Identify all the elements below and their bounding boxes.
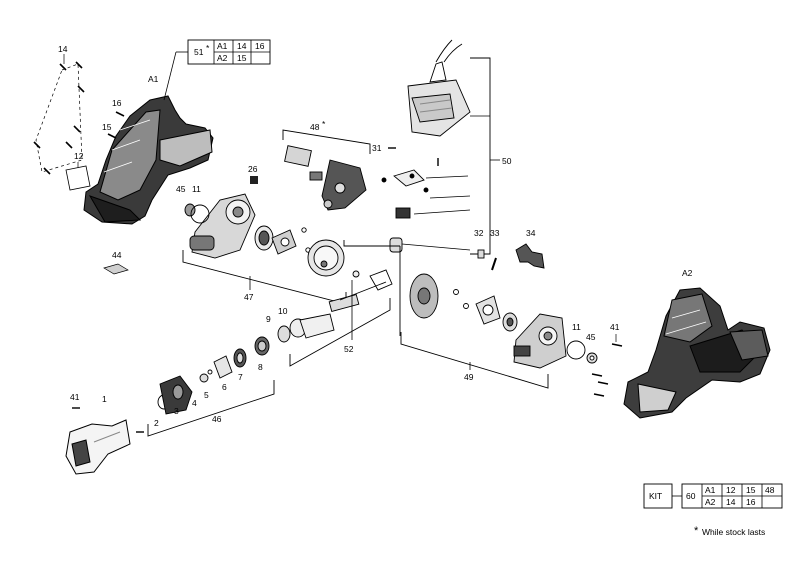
- motor-leader-lines: [401, 115, 490, 251]
- gear-housing-49: [409, 273, 598, 369]
- housing-right-a2: [623, 287, 771, 419]
- callout-48: 48: [310, 122, 320, 132]
- callout-50: 50: [502, 156, 512, 166]
- kit-r2c2: 14: [726, 497, 736, 507]
- table-51-r1c3: 16: [255, 41, 265, 51]
- callout-a1: A1: [148, 74, 159, 84]
- callout-33: 33: [490, 228, 500, 238]
- table-51-star: *: [206, 43, 210, 53]
- bracket-50: [470, 57, 491, 255]
- callout-1: 1: [102, 394, 107, 404]
- kit-number: 60: [686, 491, 696, 501]
- shoe-holder-1: [65, 419, 131, 475]
- callout-12: 12: [74, 151, 84, 161]
- callout-32: 32: [474, 228, 484, 238]
- screws-41-left: [72, 407, 144, 433]
- label-plate-12: [65, 165, 91, 191]
- callout-15: 15: [102, 122, 112, 132]
- callout-44: 44: [112, 250, 122, 260]
- plunger-shaft-52: [328, 240, 401, 336]
- footnote: * While stock lasts: [694, 525, 765, 537]
- screw-set-14: [33, 61, 85, 175]
- callout-49: 49: [464, 372, 474, 382]
- screws-41-right: [591, 343, 623, 397]
- callout-14: 14: [58, 44, 68, 54]
- callout-46: 46: [212, 414, 222, 424]
- kit-r1c2: 12: [726, 485, 736, 495]
- housing-left-a1: [83, 95, 214, 225]
- table-51-r1c1: A1: [217, 41, 228, 51]
- part-26: [250, 176, 258, 184]
- callout-2: 2: [154, 418, 159, 428]
- callout-16: 16: [112, 98, 122, 108]
- footnote-text: While stock lasts: [702, 527, 765, 537]
- footnote-star: *: [694, 525, 699, 537]
- table-51-r2c1: A2: [217, 53, 228, 63]
- callout-5: 5: [204, 390, 209, 400]
- drive-parts-46: [157, 313, 335, 415]
- kit-r1c4: 48: [765, 485, 775, 495]
- parts-32-33-34: [477, 243, 545, 271]
- callout-47: 47: [244, 292, 254, 302]
- callout-31: 31: [372, 143, 382, 153]
- callout-41-left: 41: [70, 392, 80, 402]
- kit-table: [643, 483, 783, 509]
- callout-10: 10: [278, 306, 288, 316]
- callout-48-star: *: [322, 119, 326, 129]
- callout-26: 26: [248, 164, 258, 174]
- pad-44: [103, 263, 129, 275]
- callout-6: 6: [222, 382, 227, 392]
- callout-8: 8: [258, 362, 263, 372]
- table-51-r1c2: 14: [237, 41, 247, 51]
- gear-housing-47: [184, 193, 345, 277]
- motor-50: [381, 39, 471, 253]
- callout-3: 3: [174, 406, 179, 416]
- kit-r2c1: A2: [705, 497, 716, 507]
- callout-11-left: 11: [192, 184, 201, 194]
- callout-41-right: 41: [610, 322, 620, 332]
- screws-16-15: [107, 111, 125, 139]
- kit-label: KIT: [649, 491, 662, 501]
- table-51: [163, 39, 271, 101]
- switch-group-48: [282, 129, 371, 211]
- callout-45-left: 45: [176, 184, 186, 194]
- kit-r2c3: 16: [746, 497, 756, 507]
- callout-7: 7: [238, 372, 243, 382]
- callout-11-right: 11: [572, 322, 581, 332]
- callout-52: 52: [344, 344, 354, 354]
- callout-9: 9: [266, 314, 271, 324]
- table-51-r2c2: 15: [237, 53, 247, 63]
- callout-a2: A2: [682, 268, 693, 278]
- callout-45-right: 45: [586, 332, 596, 342]
- kit-r1c3: 15: [746, 485, 756, 495]
- table-51-label: 51: [194, 47, 204, 57]
- screw-31: [388, 147, 439, 166]
- bracket-49: [400, 332, 549, 389]
- bracket-52-lower: [289, 298, 391, 367]
- kit-table-text: KIT 60 A1 12 15 48 A2 14 16: [649, 485, 775, 507]
- bracket-46: [147, 380, 275, 437]
- callout-34: 34: [526, 228, 536, 238]
- kit-r1c1: A1: [705, 485, 716, 495]
- callout-4: 4: [192, 398, 197, 408]
- callout-labels: 14 A1 16 15 12 45 11 44 26 47 48 * 31 50…: [58, 44, 693, 428]
- table-51-text: 51 * A1 14 16 A2 15: [194, 41, 265, 63]
